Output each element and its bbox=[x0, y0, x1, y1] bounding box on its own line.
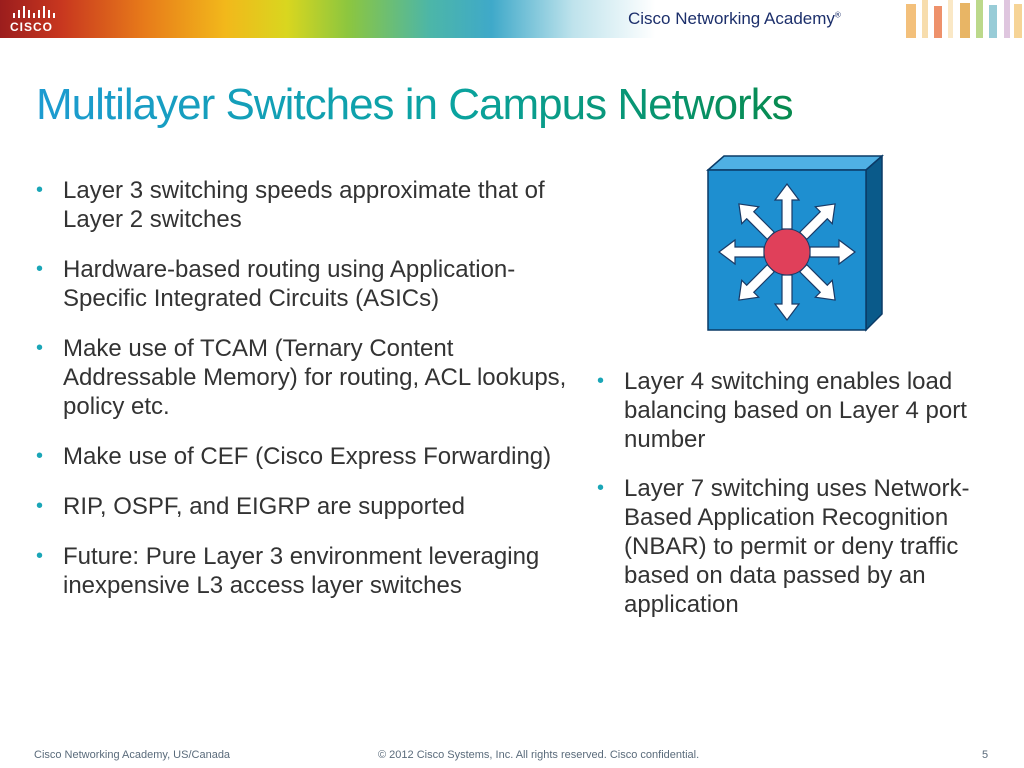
bullet-item: Layer 7 switching uses Network-Based App… bbox=[597, 474, 997, 619]
bullet-item: Layer 3 switching speeds approximate tha… bbox=[36, 176, 576, 234]
left-bullet-list: Layer 3 switching speeds approximate tha… bbox=[36, 176, 576, 621]
bullet-item: Make use of CEF (Cisco Express Forwardin… bbox=[36, 442, 576, 471]
footer-academy: Cisco Networking Academy, US/Canada bbox=[34, 749, 231, 761]
bullet-item: Hardware-based routing using Application… bbox=[36, 255, 576, 313]
page-number: 5 bbox=[982, 749, 989, 761]
right-bullet-list: Layer 4 switching enables load balancing… bbox=[597, 367, 997, 639]
multilayer-switch-icon bbox=[706, 154, 884, 332]
academy-name: Cisco Networking Academy® bbox=[628, 9, 841, 29]
academy-name-text: Cisco Networking Academy bbox=[628, 9, 835, 28]
cisco-logo-text: CISCO bbox=[10, 20, 54, 34]
decorative-stripes-icon bbox=[902, 0, 1024, 38]
bullet-item: Layer 4 switching enables load balancing… bbox=[597, 367, 997, 454]
slide-title: Multilayer Switches in Campus Networks bbox=[36, 80, 794, 129]
registered-mark: ® bbox=[834, 10, 841, 20]
cisco-logo-icon: CISCO bbox=[10, 4, 66, 34]
bullet-item: Future: Pure Layer 3 environment leverag… bbox=[36, 542, 576, 600]
header-banner: CISCO Cisco Networking Academy® bbox=[0, 0, 1024, 38]
bullet-item: RIP, OSPF, and EIGRP are supported bbox=[36, 492, 576, 521]
footer-copyright: © 2012 Cisco Systems, Inc. All rights re… bbox=[378, 749, 700, 761]
bullet-item: Make use of TCAM (Ternary Content Addres… bbox=[36, 334, 576, 421]
